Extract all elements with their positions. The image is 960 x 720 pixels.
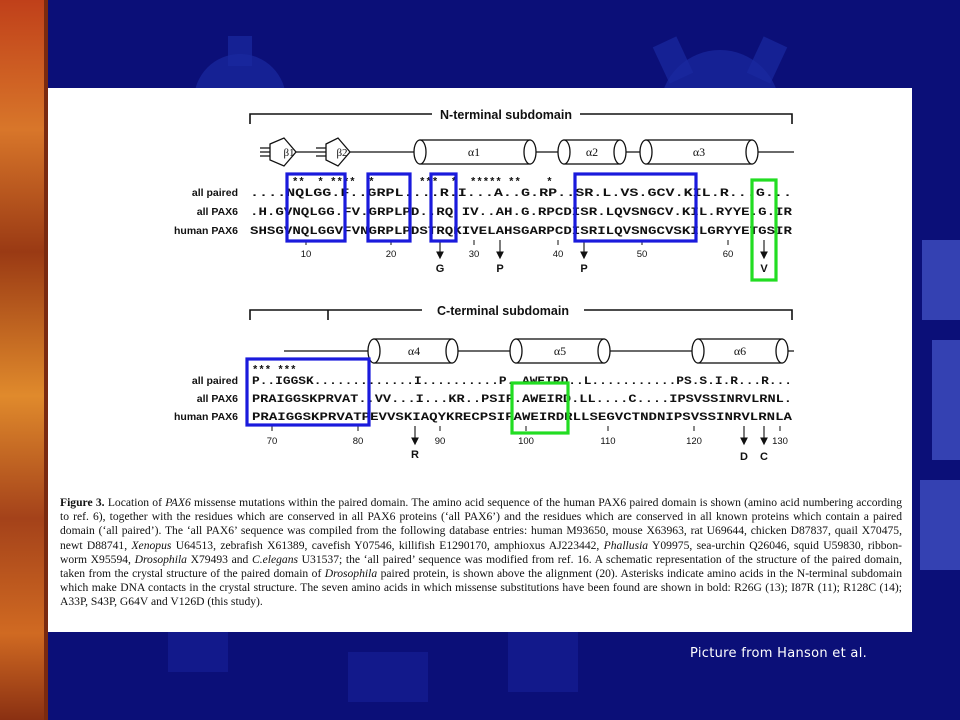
background-gear-icon (920, 240, 960, 570)
n-bracket-left (249, 113, 432, 124)
caption-label: Figure 3. (60, 496, 105, 509)
n-highlight-box-3 (429, 172, 458, 243)
figure-panel: N-terminal subdomain β1 β2 α1 α2 (48, 88, 912, 632)
row-label-all-pax6: all PAX6 (197, 206, 238, 218)
n-highlight-box-1 (285, 172, 347, 243)
c-tick-70: 70 (267, 436, 278, 447)
svg-text:α2: α2 (586, 145, 598, 159)
c-tick-80: 80 (353, 436, 364, 447)
row-label-all-paired: all paired (192, 187, 238, 199)
n-tick-10: 10 (301, 249, 312, 260)
n-mutation-p1: P (496, 263, 503, 275)
beta2-strand: β2 (316, 137, 351, 167)
n-tick-50: 50 (637, 249, 648, 260)
c-tick-130: 130 (772, 436, 788, 447)
c-mutation-c: C (760, 451, 768, 463)
svg-text:α3: α3 (693, 145, 705, 159)
n-highlight-box-4 (573, 172, 698, 243)
c-tick-90: 90 (435, 436, 446, 447)
svg-text:β1: β1 (283, 147, 294, 159)
n-bracket-right (580, 113, 793, 124)
n-green-box-g64v (750, 178, 778, 282)
c-tick-100: 100 (518, 436, 534, 447)
c-green-box-aweird (510, 381, 570, 435)
c-seq-human-pax6: PRAIGGSKPRVATPEVVSKIAQYKRECPSIFAWEIRDRLL… (252, 412, 793, 424)
background-gear-icon (652, 36, 788, 100)
figure-caption: Figure 3. Location of PAX6 missense muta… (60, 496, 902, 609)
svg-text:α4: α4 (408, 344, 420, 358)
n-tick-30: 30 (469, 249, 480, 260)
svg-text:α5: α5 (554, 344, 566, 358)
n-tick-20: 20 (386, 249, 397, 260)
svg-text:α1: α1 (468, 145, 480, 159)
c-mutation-d: D (740, 451, 748, 463)
c-bracket-left (249, 309, 422, 320)
alpha2-helix: α2 (557, 139, 627, 165)
alpha6-helix: α6 (691, 338, 789, 364)
n-tick-60: 60 (723, 249, 734, 260)
n-highlight-box-2 (366, 172, 412, 243)
row-label-human-pax6: human PAX6 (174, 225, 238, 237)
svg-text:α6: α6 (734, 344, 746, 358)
c-bracket-right (584, 309, 793, 320)
beta1-strand: β1 (260, 137, 297, 167)
n-seq-all-pax6: .H.GVNQLGG.FV.GRPLPD..RQ IV..AH.G.RPCDIS… (250, 207, 793, 219)
c-highlight-box-1 (245, 357, 371, 427)
c-row-label-all-pax6: all PAX6 (197, 393, 238, 405)
alpha5-helix: α5 (509, 338, 611, 364)
c-tick-110: 110 (600, 436, 615, 447)
alpha1-helix: α1 (413, 139, 537, 165)
alpha3-helix: α3 (639, 139, 759, 165)
c-row-label-human-pax6: human PAX6 (174, 411, 238, 423)
paired-domain-figure: N-terminal subdomain β1 β2 α1 α2 (174, 108, 794, 463)
n-seq-all-paired: ....NQLGG.F..GRPL....R.I...A..G.RP..SR.L… (250, 188, 792, 200)
n-mutation-p2: P (580, 263, 587, 275)
n-dna-contact-asterisks: ** * **** * *** * ***** ** * (292, 177, 553, 189)
c-terminal-title: C-terminal subdomain (437, 304, 569, 318)
n-mutation-v: V (760, 263, 768, 275)
background-gear-icon (168, 632, 578, 702)
n-mutation-g: G (436, 263, 445, 275)
c-seq-all-pax6: PRAIGGSKPRVAT..VV...I...KR..PSIF.AWEIRD.… (252, 394, 792, 406)
alpha4-helix: α4 (367, 338, 459, 364)
c-dna-contact-asterisks: *** *** (252, 365, 297, 377)
c-row-label-all-paired: all paired (192, 375, 238, 387)
n-tick-40: 40 (553, 249, 564, 260)
decorative-gear-strip (0, 0, 48, 720)
n-seq-human-pax6: SHSGVNQLGGVFVNGRPLPDSTRQKIVELAHSGARPCDIS… (250, 226, 793, 238)
c-mutation-r: R (411, 449, 419, 461)
svg-text:β2: β2 (336, 147, 347, 159)
n-terminal-title: N-terminal subdomain (440, 108, 572, 122)
c-tick-120: 120 (686, 436, 702, 447)
picture-credit: Picture from Hanson et al. (690, 646, 868, 661)
